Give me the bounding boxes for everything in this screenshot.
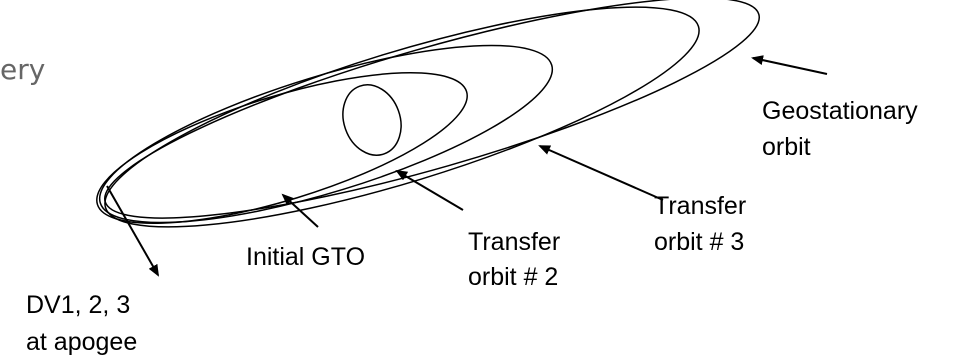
transfer-orbit-3 (104, 6, 700, 228)
initial-gto-arrow (281, 193, 319, 228)
label-dv-line1: DV1, 2, 3 (26, 291, 130, 319)
label-initial-gto: Initial GTO (246, 243, 365, 271)
label-dv-line2: at apogee (26, 328, 137, 356)
transfer-orbit-2 (98, 44, 554, 224)
cropped-title-fragment: ery (0, 53, 46, 86)
transfer-orbit-3-arrow (538, 145, 664, 201)
geostationary-orbit (104, 0, 760, 219)
label-transfer2-line2: orbit # 2 (468, 263, 558, 291)
label-transfer3-line2: orbit # 3 (654, 228, 744, 256)
label-transfer2-line1: Transfer (468, 228, 560, 256)
label-geostationary-line1: Geostationary (762, 97, 918, 125)
transfer-orbit-2-arrow (395, 169, 464, 211)
label-geostationary-line2: orbit (762, 133, 811, 161)
dv-apogee-arrow (106, 185, 159, 277)
earth-circle (342, 84, 402, 156)
initial-gto-orbit (96, 72, 468, 224)
geostationary-arrow (751, 55, 828, 75)
label-transfer3-line1: Transfer (654, 192, 746, 220)
